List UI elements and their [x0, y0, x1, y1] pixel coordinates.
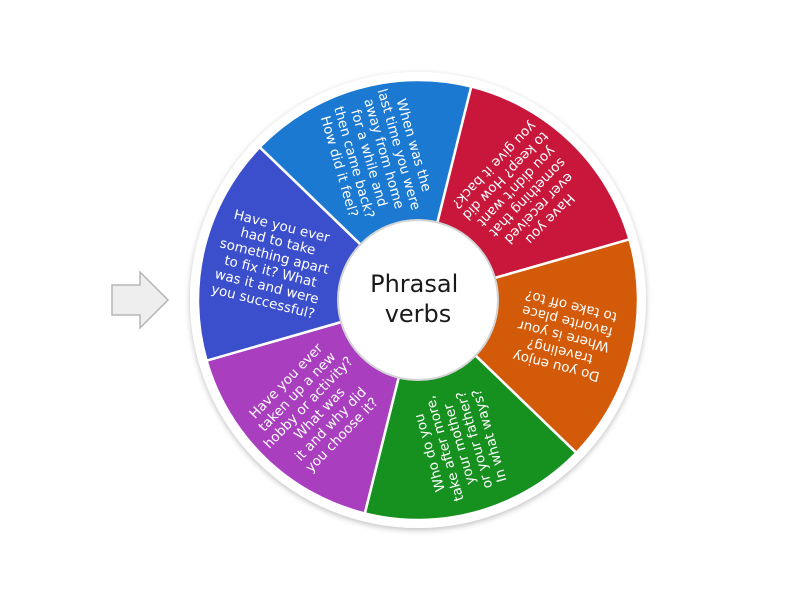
wheel-hub[interactable]: Phrasal verbs [337, 219, 499, 381]
hub-title-line-2: verbs [385, 300, 452, 328]
hub-title: Phrasal verbs [370, 270, 466, 328]
wheel-segment-label-6: When was thelast time you wereaway from … [314, 83, 439, 229]
hub-circle [337, 219, 499, 381]
arrow-right-icon [111, 270, 170, 330]
wheel-labels: Have youever receivedsomething thatyou d… [207, 83, 619, 503]
wheel-segment-label-5: Have you everhad to takesomething apartt… [207, 205, 338, 323]
wheel-segments[interactable] [196, 78, 640, 522]
hub-title-line-1: Phrasal [370, 270, 458, 298]
